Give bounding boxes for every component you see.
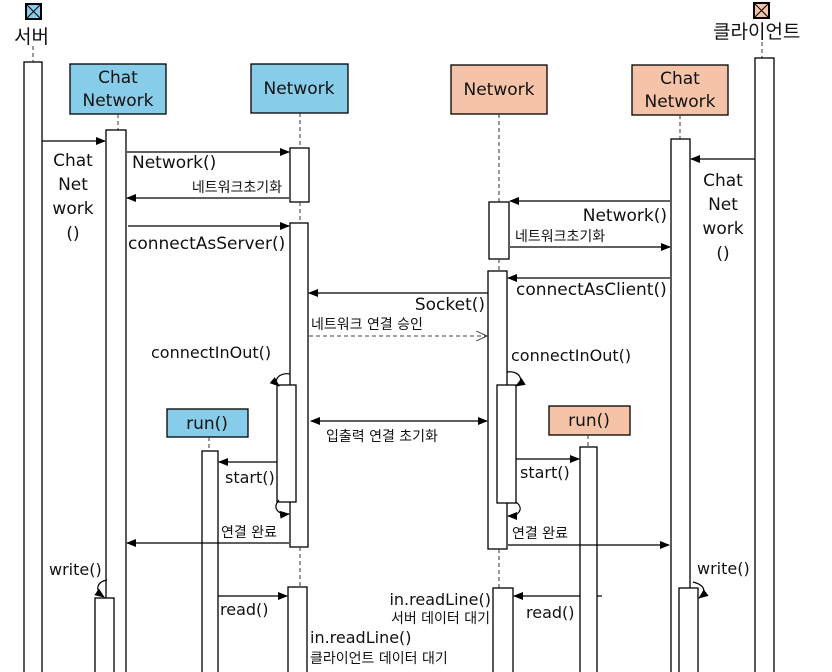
- label-server-wait: 서버 데이터 대기: [391, 611, 490, 627]
- label-server-network-init: 네트워크초기화: [192, 180, 282, 196]
- server-run-activation: [201, 450, 219, 672]
- server-connectinout-activation: [276, 384, 297, 503]
- client-run-activation: [579, 446, 598, 672]
- svg-text:Chat: Chat: [53, 151, 93, 171]
- label-client-wait: 클라이언트 데이터 대기: [310, 651, 448, 667]
- svg-text:Net: Net: [58, 175, 88, 195]
- svg-text:Net: Net: [708, 195, 738, 215]
- server-network-activation-init: [289, 147, 310, 203]
- server-write-activation: [94, 597, 115, 672]
- label-client-write: write(): [697, 559, 750, 578]
- participant-client-chatnetwork[interactable]: Chat Network: [631, 64, 729, 116]
- label-client-start: start(): [520, 463, 570, 482]
- participant-label: Network: [645, 92, 716, 112]
- participant-label: Network: [264, 79, 335, 99]
- client-network-activation-init: [488, 201, 510, 260]
- label-server-connected: 연결 완료: [221, 525, 277, 541]
- label-server-connect-inout: connectInOut(): [151, 343, 271, 362]
- participant-label: Network: [464, 80, 535, 100]
- participant-server-chatnetwork[interactable]: Chat Network: [69, 63, 167, 115]
- self-call-server-connect-inout: [269, 373, 291, 387]
- label-client-connected: 연결 완료: [512, 526, 568, 542]
- label-server-start: start(): [225, 468, 275, 487]
- participant-label: run(): [186, 414, 228, 434]
- label-client-connect-inout: connectInOut(): [511, 346, 631, 365]
- participant-server-run[interactable]: run(): [166, 408, 249, 438]
- actor-client[interactable]: 클라이언트: [713, 2, 800, 43]
- actor-client-label: 클라이언트: [713, 21, 800, 43]
- server-network-activation-read: [287, 586, 308, 672]
- svg-text:work: work: [702, 219, 743, 239]
- svg-text:(): (): [66, 224, 79, 244]
- self-call-client-connect-inout: [506, 371, 526, 387]
- self-call-server-write: [94, 579, 108, 598]
- label-server-write: write(): [49, 560, 102, 579]
- label-client-create-chat: Chat Net work (): [702, 171, 743, 264]
- self-return-client: [507, 501, 521, 520]
- actor-cross-icon: [26, 4, 41, 19]
- client-chatnetwork-activation: [670, 138, 691, 672]
- actor-cross-icon: [754, 3, 769, 18]
- label-client-connect: connectAsClient(): [516, 280, 667, 300]
- participant-client-run[interactable]: run(): [548, 405, 631, 436]
- participant-server-network[interactable]: Network: [250, 63, 349, 114]
- participant-label: Chat: [660, 69, 700, 89]
- client-actor-activation: [754, 57, 775, 672]
- label-server-connect: connectAsServer(): [128, 234, 285, 254]
- label-socket: Socket(): [415, 295, 485, 315]
- svg-text:(): (): [716, 244, 729, 264]
- label-client-network-ctor: Network(): [583, 206, 667, 226]
- label-client-readline: in.readLine(): [310, 628, 412, 647]
- label-server-create-chat: Chat Net work (): [52, 151, 93, 244]
- label-io-init: 입출력 연결 초기화: [326, 429, 438, 445]
- label-client-read: read(): [526, 603, 575, 622]
- self-return-server: [275, 499, 290, 519]
- actor-server[interactable]: 서버: [14, 3, 49, 48]
- svg-text:Chat: Chat: [703, 171, 743, 191]
- client-write-activation: [678, 587, 699, 672]
- label-server-read: read(): [220, 600, 269, 619]
- label-server-readline: in.readLine(): [389, 590, 491, 609]
- participant-label: Chat: [98, 68, 138, 88]
- svg-text:work: work: [52, 199, 93, 219]
- label-client-network-init: 네트워크초기화: [515, 229, 605, 245]
- actor-server-label: 서버: [14, 26, 49, 48]
- participant-label: run(): [568, 411, 610, 431]
- participant-client-network[interactable]: Network: [450, 64, 548, 115]
- client-connectinout-activation: [496, 384, 517, 504]
- server-chatnetwork-activation: [105, 129, 127, 672]
- label-server-network-ctor: Network(): [132, 153, 216, 173]
- server-actor-activation: [23, 61, 43, 672]
- client-network-activation-read: [492, 587, 514, 672]
- label-socket-accept: 네트워크 연결 승인: [311, 317, 423, 333]
- participant-label: Network: [83, 91, 154, 111]
- self-call-client-write: [692, 581, 709, 599]
